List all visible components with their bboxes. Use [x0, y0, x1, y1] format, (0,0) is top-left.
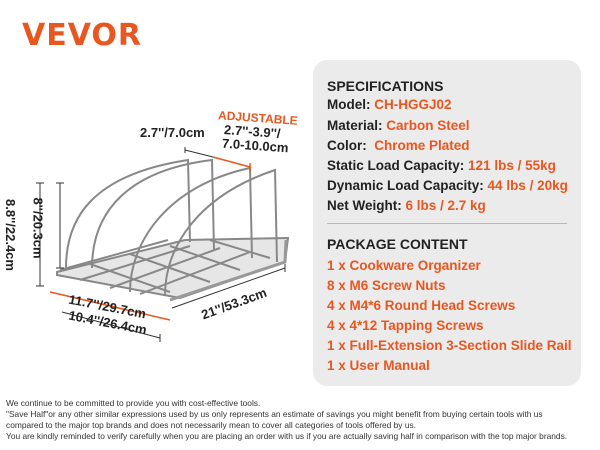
disclaimer-line: We continue to be committed to provide y… — [6, 398, 261, 408]
package-heading: PACKAGE CONTENT — [327, 236, 468, 252]
vevor-logo: VEVOR — [22, 18, 143, 53]
panel-divider — [327, 223, 567, 224]
package-item: 1 x Cookware Organizer — [327, 258, 481, 273]
package-item: 4 x 4*12 Tapping Screws — [327, 318, 484, 333]
height-inner-dimension: 8''/20.3cm — [30, 197, 46, 259]
spec-static-load: Static Load Capacity: 121 lbs / 55kg — [327, 158, 556, 173]
disclaimer-line: You are kindly reminded to verify carefu… — [6, 431, 568, 441]
spec-color: Color: Chrome Plated — [327, 138, 470, 153]
spec-dynamic-load: Dynamic Load Capacity: 44 lbs / 20kg — [327, 178, 568, 193]
spacing-dimension: 2.7''/7.0cm — [140, 125, 205, 140]
package-item: 4 x M4*6 Round Head Screws — [327, 298, 516, 313]
package-item: 8 x M6 Screw Nuts — [327, 278, 446, 293]
specifications-heading: SPECIFICATIONS — [327, 78, 444, 94]
spec-model: Model: CH-HGGJ02 — [327, 97, 452, 112]
height-outer-dimension: 8.8''/22.4cm — [2, 199, 18, 271]
disclaimer-line: "Save Half"or any other similar expressi… — [6, 409, 543, 419]
package-item: 1 x User Manual — [327, 358, 430, 373]
package-item: 1 x Full-Extension 3-Section Slide Rail — [327, 338, 572, 353]
spec-material: Material: Carbon Steel — [327, 118, 470, 133]
disclaimer-line: compared to the major top brands and doe… — [6, 420, 416, 430]
spec-net-weight: Net Weight: 6 lbs / 2.7 kg — [327, 198, 486, 213]
disclaimer: We continue to be committed to provide y… — [6, 398, 567, 442]
